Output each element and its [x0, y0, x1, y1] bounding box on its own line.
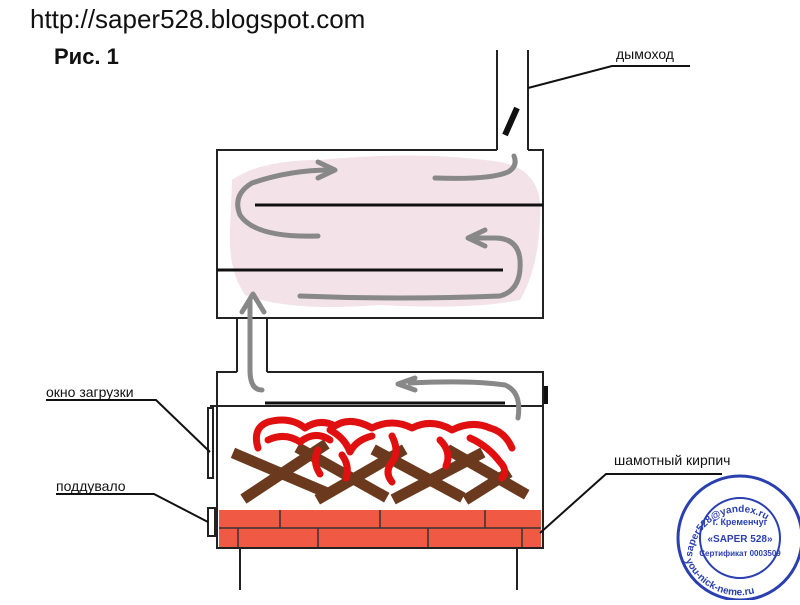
label-ash-pit: поддувало	[56, 478, 126, 494]
figure-title: Рис. 1	[54, 44, 119, 69]
leader-ash-pit	[56, 493, 209, 523]
firebox	[216, 371, 544, 549]
label-chimney: дымоход	[616, 46, 674, 62]
leader-firebrick	[539, 473, 722, 534]
label-loading-door: окно загрузки	[46, 384, 134, 400]
stamp-line-city: г. Кременчуг	[713, 517, 768, 527]
stamp-line-cert: Сертификат 0003509	[699, 549, 781, 558]
smoke-flow	[235, 153, 523, 421]
stamp-center: «SAPER 528»	[707, 534, 772, 545]
leader-lines	[46, 65, 722, 534]
firebrick-layer	[219, 510, 541, 547]
leader-chimney	[527, 65, 690, 89]
firewood	[230, 439, 530, 505]
certificate-stamp: saper528@yandex.ru you-nick-neme.ru г. К…	[676, 474, 800, 602]
leader-loading-door	[46, 399, 211, 453]
blog-url: http://saper528.blogspot.com	[30, 4, 366, 34]
ash-pit-door	[207, 507, 216, 537]
upper-chamber	[216, 149, 544, 319]
flames	[252, 416, 516, 486]
loading-door	[207, 407, 214, 479]
chimney-damper	[502, 106, 520, 137]
label-firebrick: шамотный кирпич	[614, 452, 731, 468]
